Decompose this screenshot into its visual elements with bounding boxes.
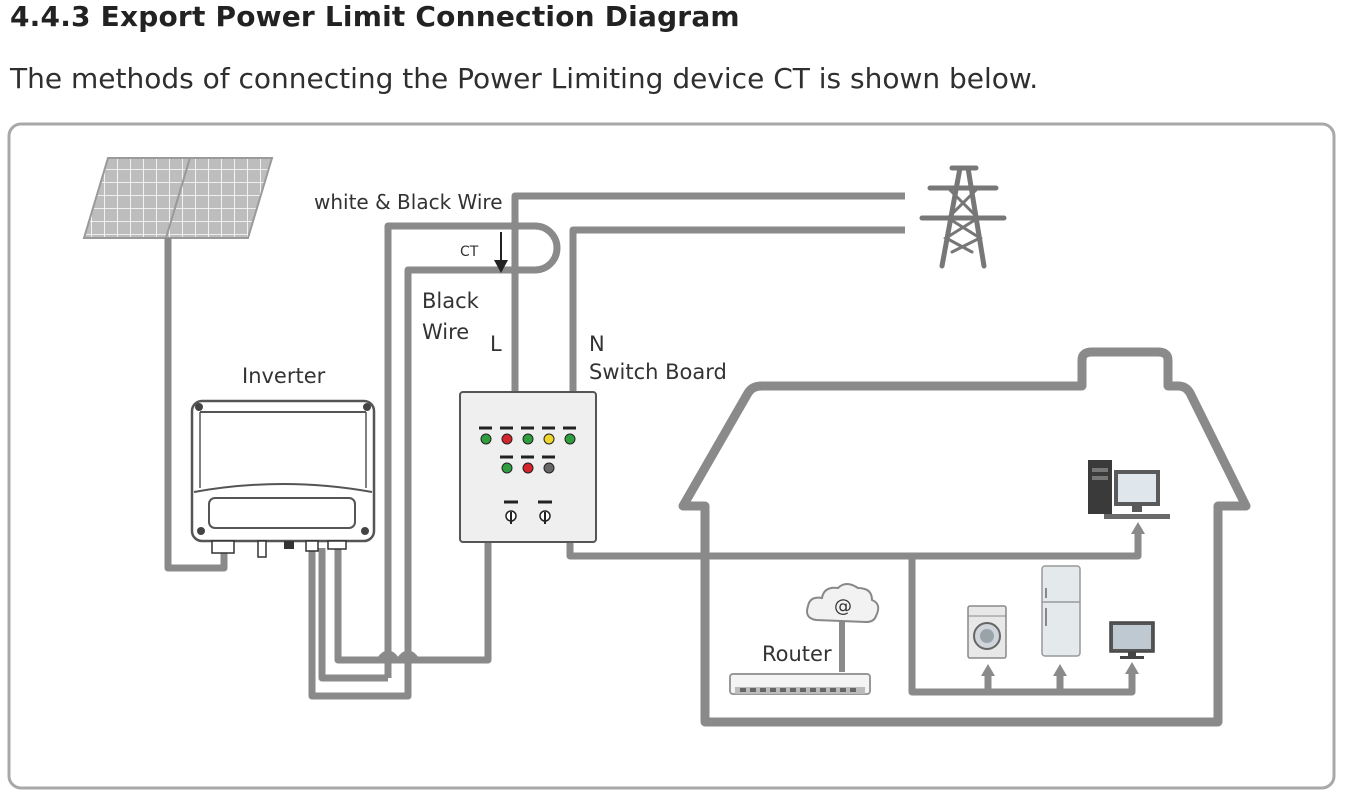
arrowheads <box>981 522 1145 676</box>
router-label: Router <box>762 642 832 666</box>
cloud-icon: @ <box>806 583 880 672</box>
washing-machine-icon <box>967 605 1007 659</box>
wire-hop <box>397 650 419 663</box>
l-label: L <box>490 332 502 356</box>
tv-icon <box>1109 621 1155 659</box>
black-wire-label-line1: Black <box>422 289 480 313</box>
house-icon <box>678 347 1251 727</box>
inverter-label: Inverter <box>242 364 326 388</box>
intro-text: The methods of connecting the Power Limi… <box>10 62 1039 95</box>
switch-board-icon <box>459 391 597 543</box>
switch-board-label: Switch Board <box>589 360 727 384</box>
inverter-icon <box>190 399 376 558</box>
ct-label: CT <box>460 244 479 260</box>
cloud-at-label: @ <box>834 596 852 617</box>
white-black-wire-label: white & Black Wire <box>314 190 503 214</box>
router-icon <box>729 673 871 695</box>
ct-arrow-icon <box>494 232 508 273</box>
solar-panel-icon <box>82 157 274 239</box>
computer-icon <box>1088 460 1170 519</box>
diagram-frame <box>7 122 1336 790</box>
n-label: N <box>589 332 605 356</box>
fridge-icon <box>1041 565 1081 657</box>
page-title: 4.4.3 Export Power Limit Connection Diag… <box>10 0 740 33</box>
wire-hop <box>377 650 399 663</box>
black-wire-label-line2: Wire <box>422 320 469 344</box>
pylon-icon <box>919 165 1007 269</box>
